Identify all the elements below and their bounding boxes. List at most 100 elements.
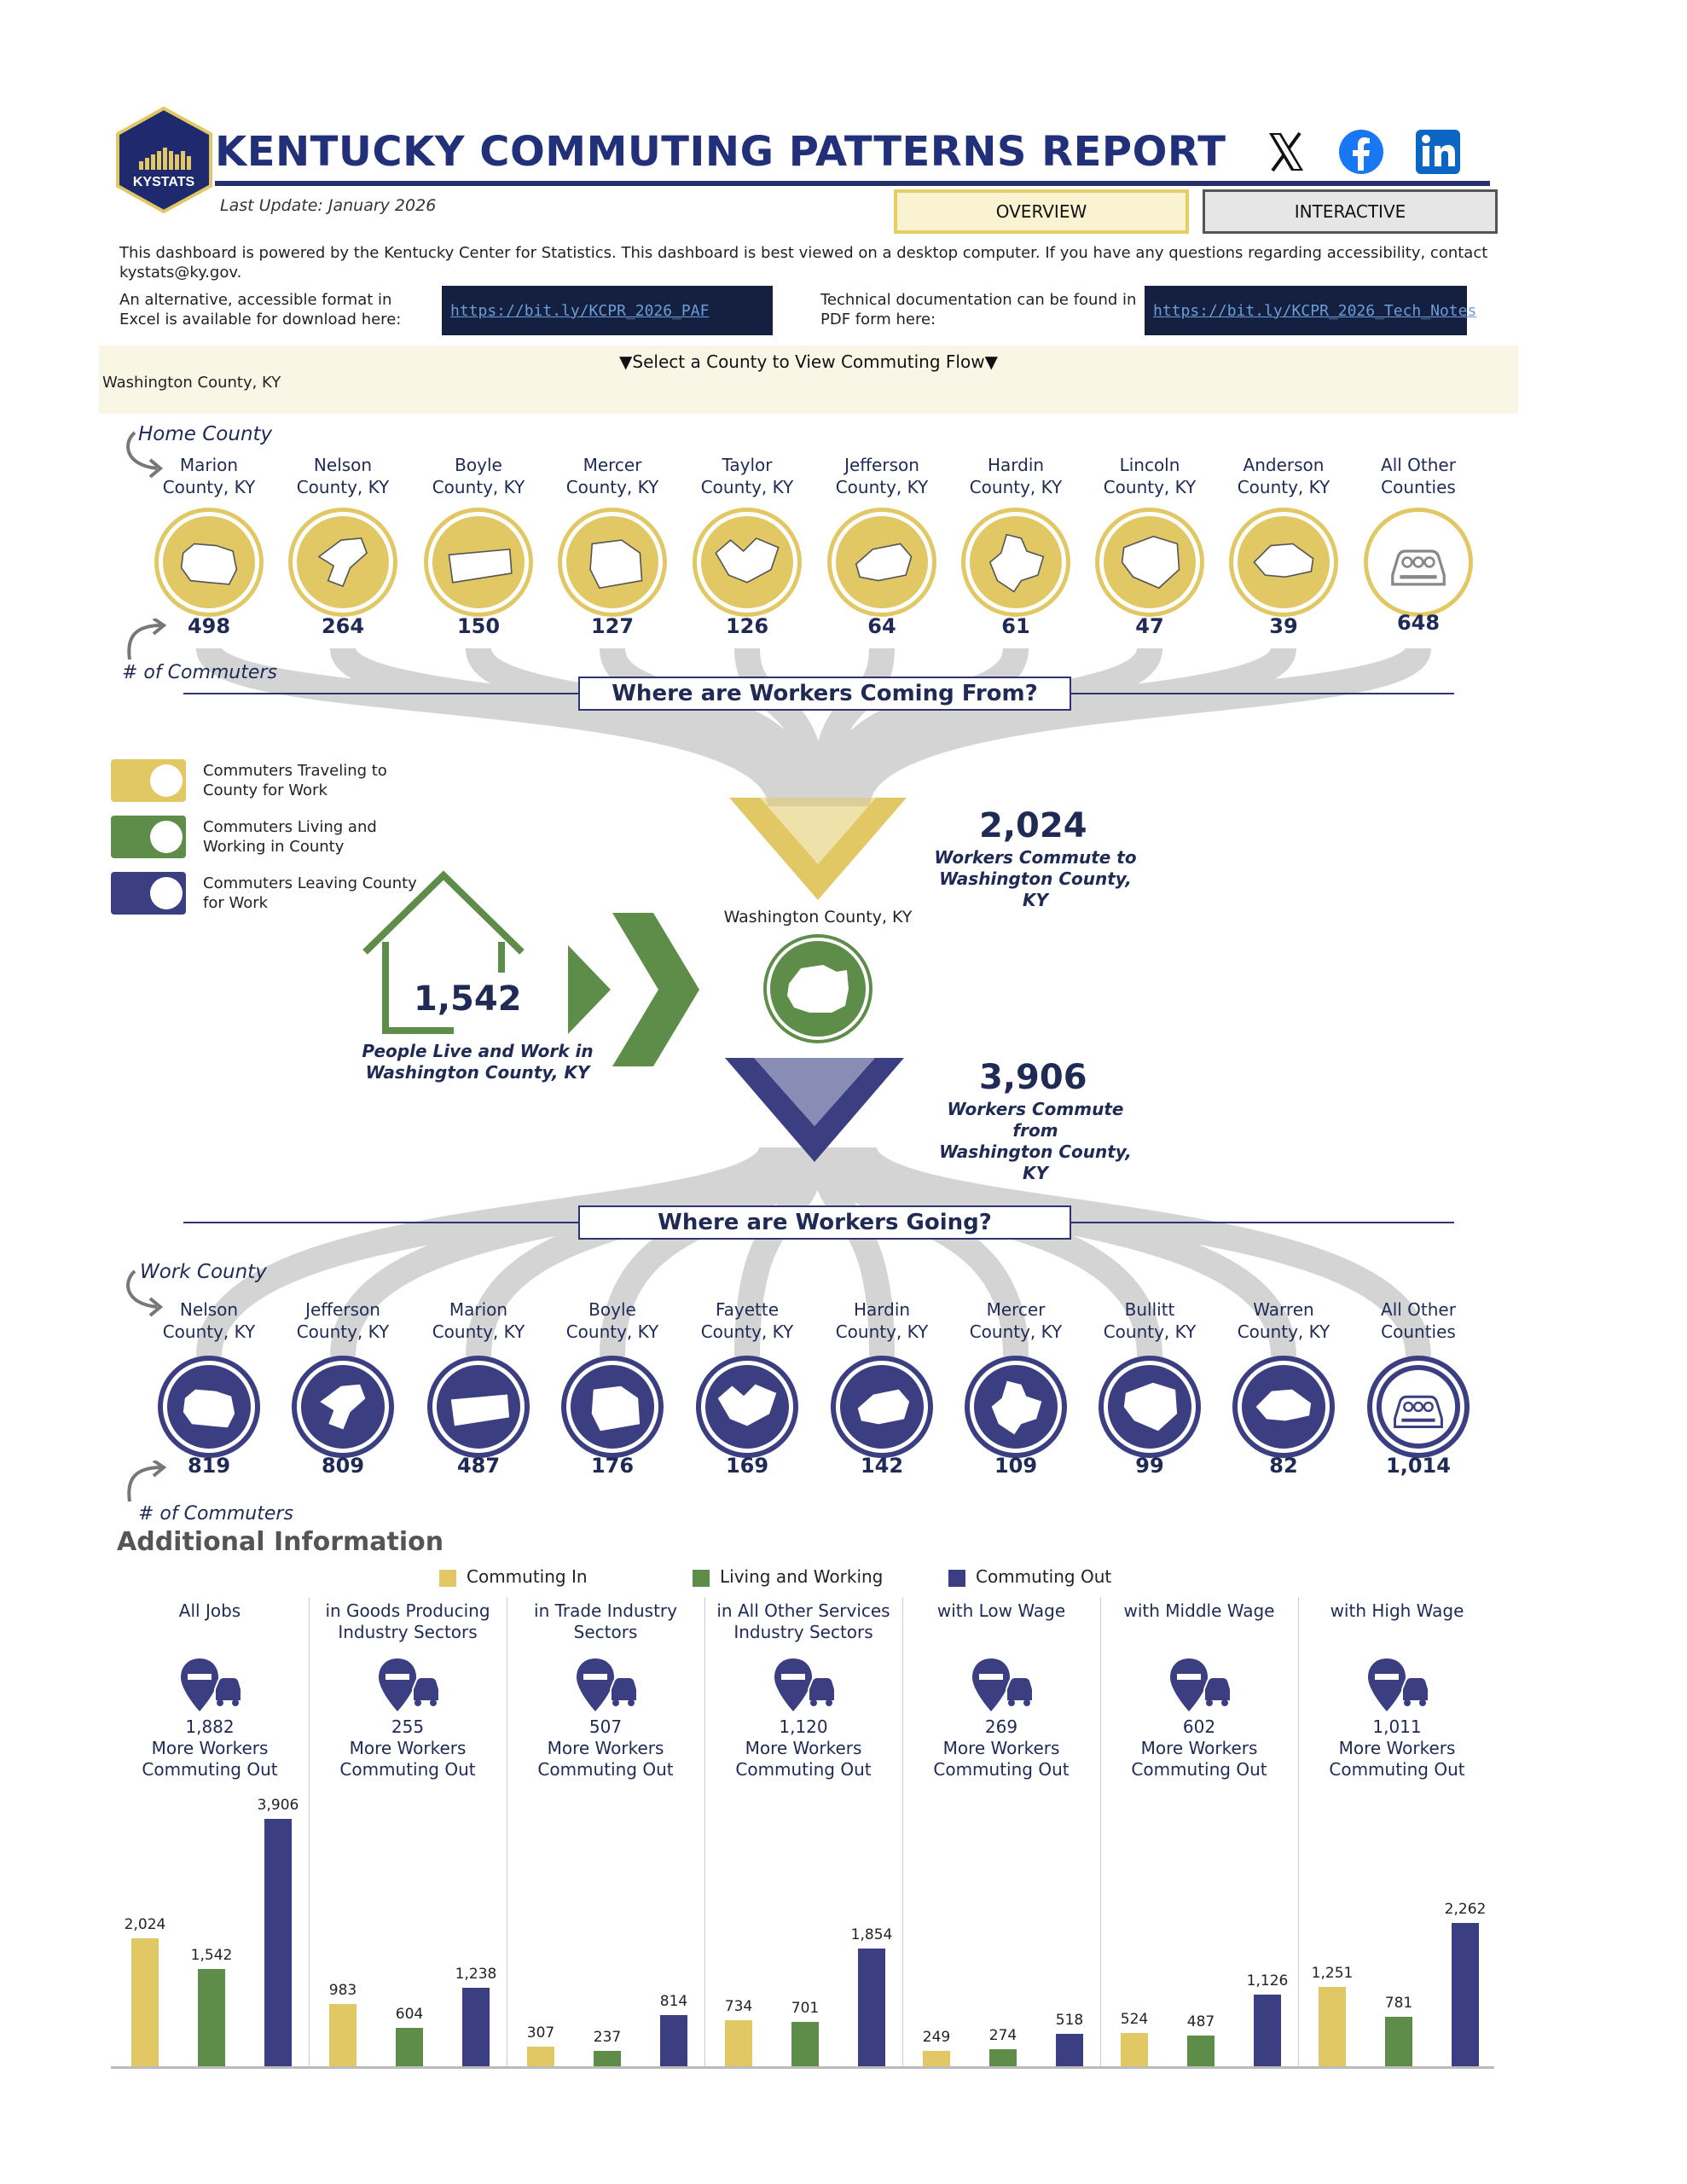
all-other-counties-circle[interactable] [1368, 512, 1469, 613]
county-selector-value[interactable]: Washington County, KY [102, 374, 281, 392]
county-circle[interactable] [566, 1361, 658, 1453]
county-circle[interactable] [1233, 512, 1334, 613]
county-commuter-count: 127 [590, 614, 635, 638]
additional-info-title: Additional Information [117, 1527, 444, 1557]
county-circle[interactable] [836, 1361, 928, 1453]
work-county-tag: Work County [140, 1261, 267, 1283]
county-map-icon [180, 543, 238, 585]
county-circle[interactable] [159, 512, 259, 613]
county-circle[interactable] [428, 512, 529, 613]
car-icon [1391, 549, 1446, 586]
chart-bar [594, 2051, 621, 2066]
county-circle[interactable] [1099, 512, 1200, 613]
bar-value-label: 1,238 [455, 1966, 497, 1983]
difference-caption: More Workers Commuting Out [1329, 1738, 1465, 1780]
county-commuter-count: 1,014 [1386, 1454, 1451, 1478]
facebook-icon[interactable] [1337, 128, 1385, 176]
county-circle[interactable] [832, 512, 932, 613]
chart-baseline [111, 2066, 1494, 2069]
commuters-count-tag: # of Commuters [138, 1503, 293, 1525]
difference-caption: More Workers Commuting Out [339, 1738, 476, 1780]
all-other-counties-circle[interactable] [1372, 1361, 1464, 1453]
tech-doc-link[interactable]: https://bit.ly/KCPR_2026_Tech_Notes [1145, 286, 1476, 335]
title-rule [215, 181, 1490, 186]
county-circle[interactable] [163, 1361, 255, 1453]
county-circle[interactable] [297, 1361, 389, 1453]
live-work-number: 1,542 [414, 979, 522, 1019]
county-name: Mercer County, KY [969, 1299, 1063, 1342]
county-circle[interactable] [562, 512, 663, 613]
tab-interactive[interactable]: INTERACTIVE [1203, 189, 1498, 234]
county-name: Mercer County, KY [565, 455, 659, 497]
house-icon [362, 870, 525, 1034]
county-map-icon [715, 537, 780, 584]
legend-commuting-out-toggle-icon [111, 872, 186, 915]
alt-format-link[interactable]: https://bit.ly/KCPR_2026_PAF [442, 286, 773, 335]
legend-living-working-toggle-icon [111, 816, 186, 858]
county-commuter-count: 99 [1135, 1454, 1164, 1478]
county-commuter-count: 150 [456, 614, 501, 638]
county-name: Taylor County, KY [700, 455, 794, 497]
chart-bar [725, 2020, 752, 2066]
county-circle[interactable] [970, 1361, 1062, 1453]
county-map-icon [1253, 543, 1314, 578]
no-commute-car-icon [1167, 1657, 1232, 1713]
county-commuter-count: 819 [187, 1454, 231, 1478]
commute-out-caption: Workers Commute from Washington County, … [939, 1099, 1132, 1183]
chart-bar [131, 1938, 159, 2066]
bar-value-label: 1,854 [850, 1926, 893, 1943]
county-commuter-count: 648 [1396, 611, 1441, 635]
alt-format-label: An alternative, accessible format in Exc… [119, 291, 402, 328]
bar-value-label: 604 [395, 2006, 424, 2023]
county-map-icon [857, 1389, 910, 1425]
difference-caption: More Workers Commuting Out [735, 1738, 872, 1780]
legend-living-working-label: Commuters Living and Working in County [203, 818, 377, 856]
bar-value-label: 983 [328, 1982, 357, 1999]
commute-out-number: 3,906 [979, 1058, 1087, 1097]
county-circle[interactable] [432, 1361, 525, 1453]
chart-bar [198, 1969, 225, 2066]
bar-value-label: 781 [1384, 1995, 1413, 2012]
tab-overview[interactable]: OVERVIEW [894, 189, 1189, 234]
bar-value-label: 701 [791, 2000, 820, 2017]
county-circle[interactable] [293, 512, 393, 613]
county-circle[interactable] [1238, 1361, 1330, 1453]
legend-commuting-out-label: Commuters Leaving County for Work [203, 874, 417, 912]
bar-value-label: 249 [922, 2029, 951, 2046]
county-name: Warren County, KY [1237, 1299, 1330, 1342]
county-name: Nelson County, KY [296, 455, 390, 497]
bar-value-label: 1,542 [190, 1947, 233, 1964]
county-circle[interactable] [701, 1361, 793, 1453]
bar-value-label: 814 [659, 1993, 688, 2010]
county-selector[interactable] [99, 346, 1518, 414]
center-county-label: Washington County, KY [723, 908, 913, 926]
chart-bar [923, 2051, 950, 2066]
chart-bar [1254, 1995, 1281, 2066]
bar-value-label: 734 [724, 1998, 753, 2015]
live-work-caption: People Live and Work in Washington Count… [362, 1041, 594, 1083]
legend-commuting-in-toggle-icon [111, 759, 186, 802]
county-commuter-count: 169 [725, 1454, 769, 1478]
chart-bar [1056, 2034, 1083, 2066]
no-commute-car-icon [375, 1657, 440, 1713]
county-map-icon [448, 548, 513, 584]
page-title: KENTUCKY COMMUTING PATTERNS REPORT [215, 128, 1226, 176]
double-chevron-icon [568, 913, 699, 1066]
county-commuter-count: 142 [860, 1454, 904, 1478]
county-circle[interactable] [965, 512, 1066, 613]
x-icon[interactable] [1262, 128, 1310, 176]
toggle-knob-icon [150, 764, 183, 797]
county-circle[interactable] [1104, 1361, 1196, 1453]
county-commuter-count: 487 [456, 1454, 501, 1478]
bar-value-label: 487 [1186, 2013, 1215, 2030]
county-map-icon [450, 1394, 510, 1426]
linkedin-icon[interactable] [1414, 128, 1462, 176]
county-name: Anderson County, KY [1237, 455, 1330, 497]
commute-in-caption: Workers Commute to Washington County, KY [934, 847, 1137, 910]
county-circle[interactable] [697, 512, 797, 613]
county-commuter-count: 264 [321, 614, 365, 638]
panel-divider [309, 1597, 310, 2066]
county-commuter-count: 126 [725, 614, 769, 638]
county-commuter-count: 61 [1001, 614, 1030, 638]
key-commuting-out-swatch [948, 1570, 965, 1587]
